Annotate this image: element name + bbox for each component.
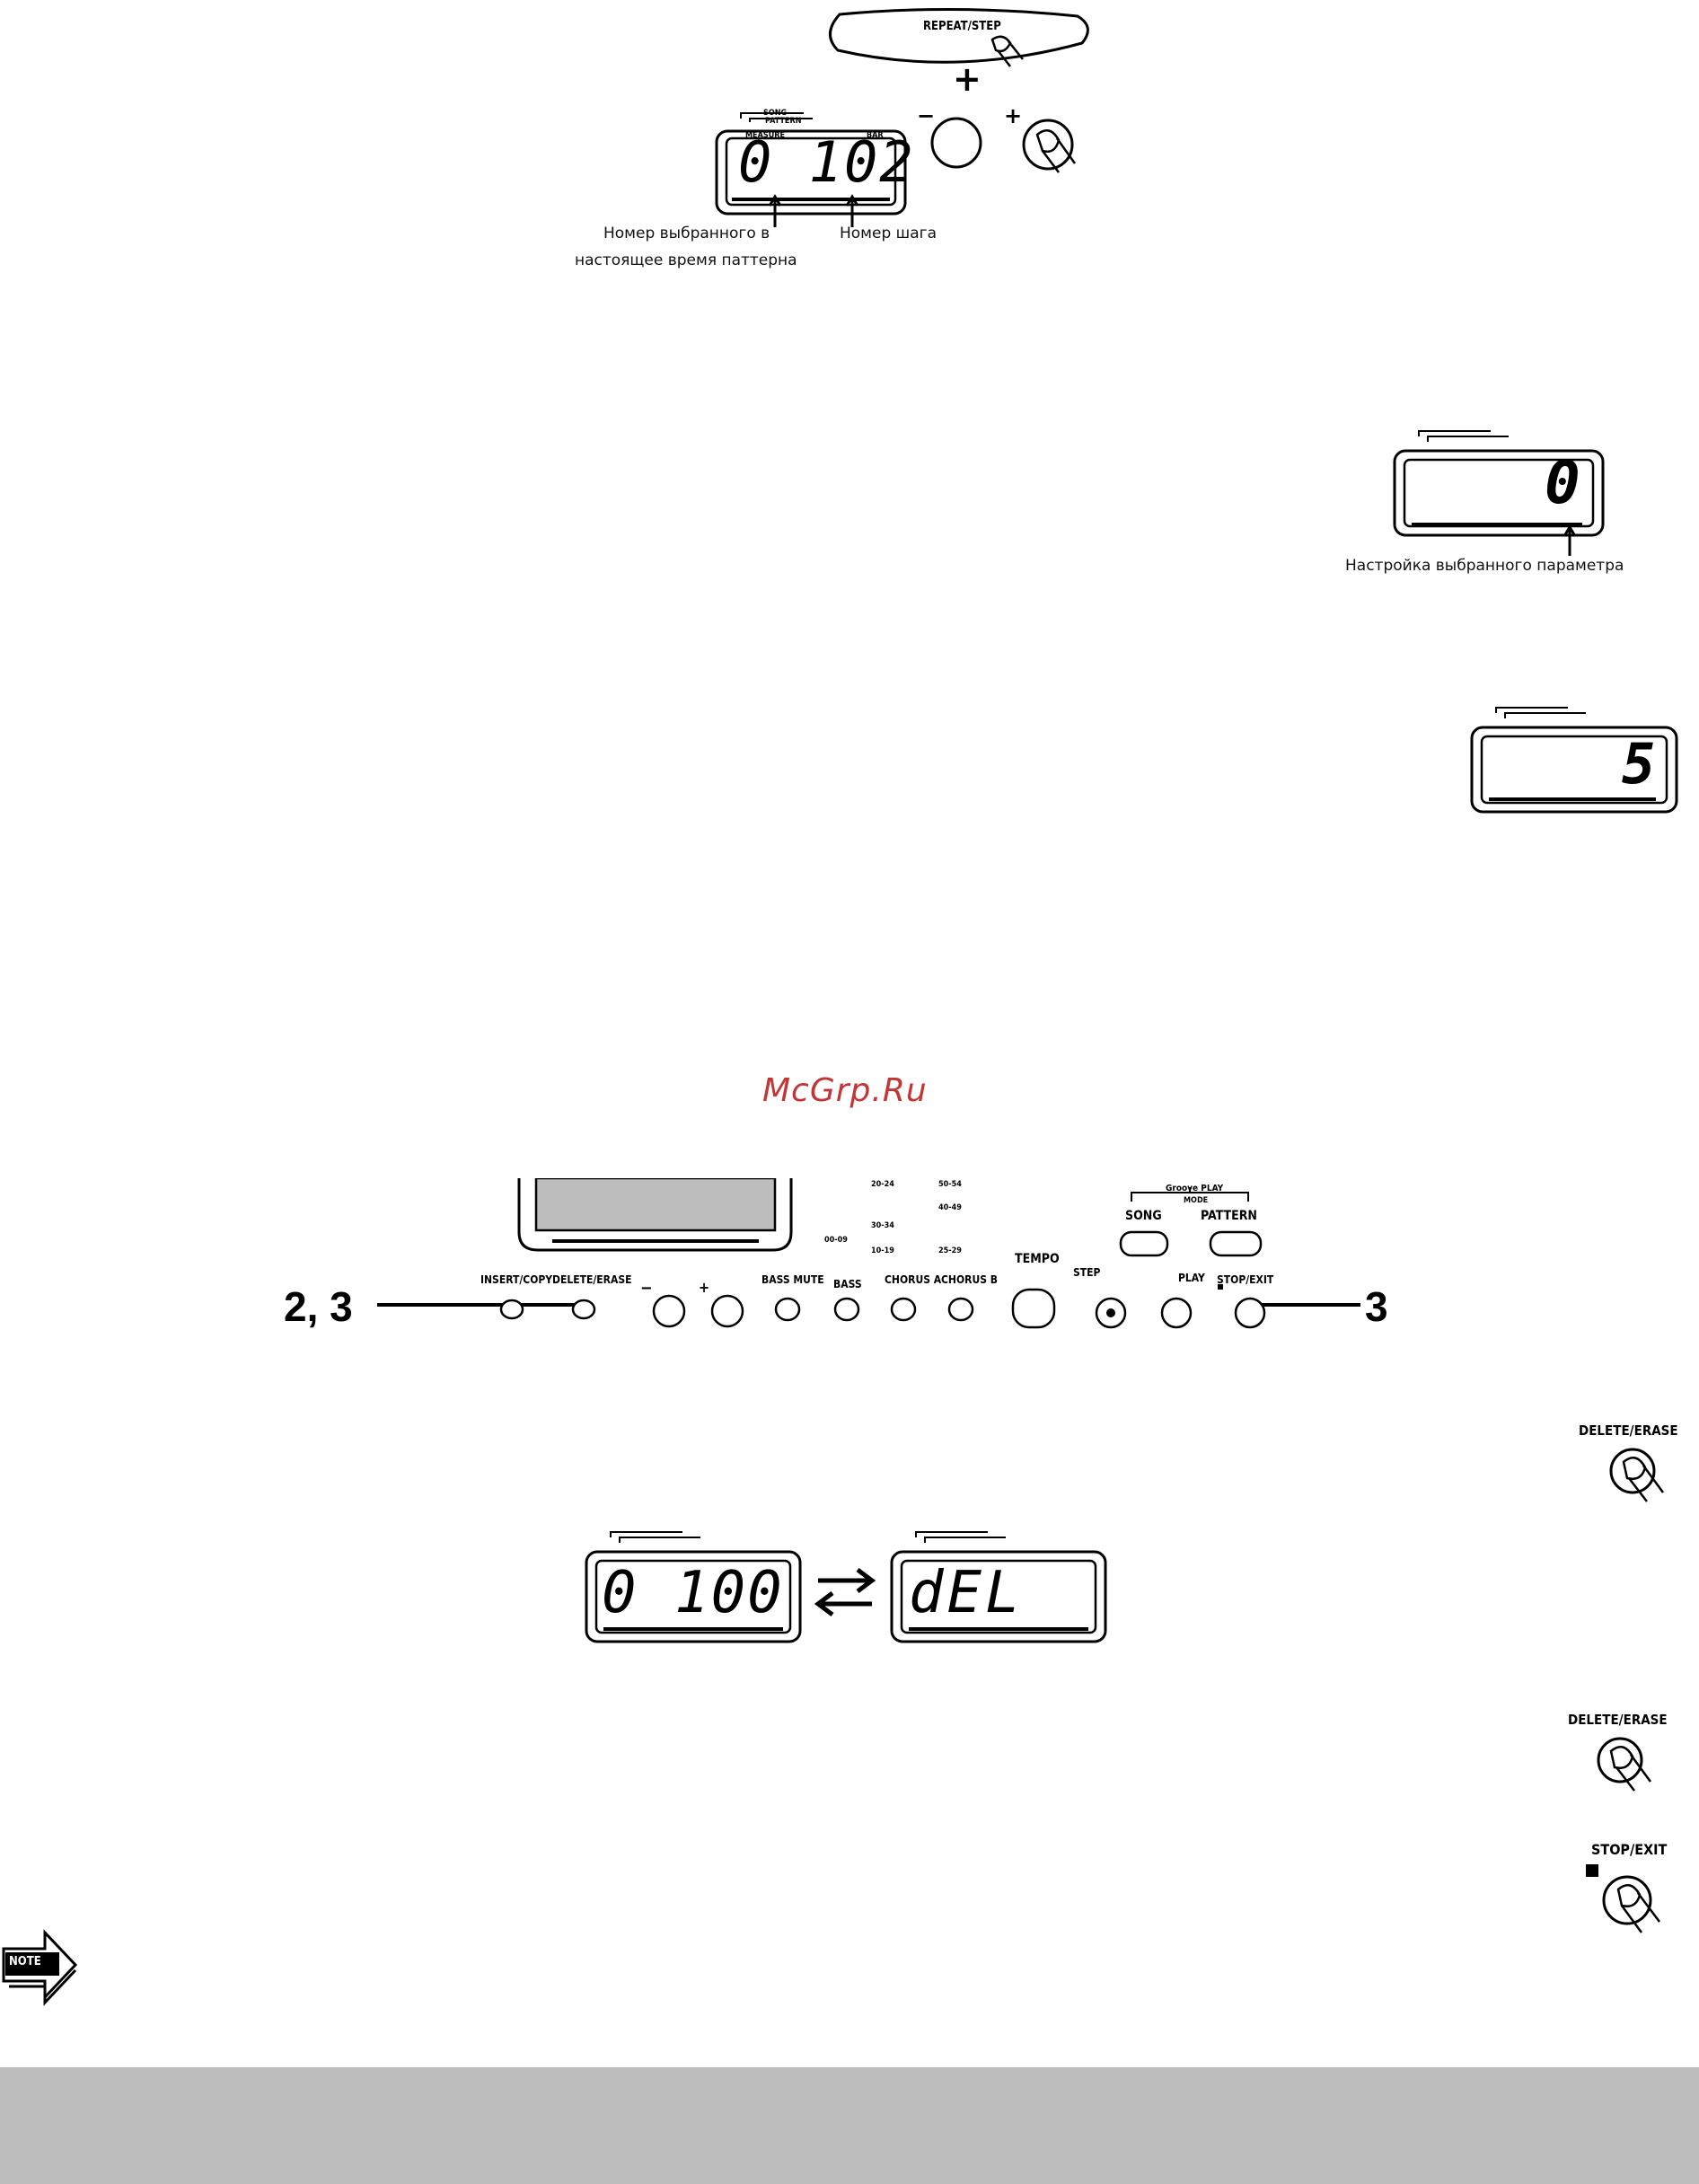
caption-step: Номер шага (840, 225, 937, 242)
minus-button[interactable] (929, 115, 984, 171)
lcd-display-left (585, 1531, 802, 1643)
lcd-left-value: 0 100 (602, 1560, 784, 1626)
bass-mute-label: BASS MUTE (761, 1273, 824, 1286)
footer-band (0, 2067, 1699, 2184)
delete-erase-button-pressed[interactable] (1595, 1733, 1667, 1805)
lcd-pattern-label: PATTERN (765, 117, 802, 126)
repeat-step-label: REPEAT/STEP (923, 20, 1001, 33)
minus-button (652, 1294, 686, 1328)
step-label: STEP (1073, 1266, 1101, 1279)
delete-erase-label: DELETE/ERASE (552, 1273, 632, 1286)
note-arrow-icon (2, 1929, 78, 2006)
minus-label: − (917, 103, 936, 128)
stop-exit-button-pressed[interactable] (1584, 1863, 1683, 1943)
note-icon-label: NOTE (9, 1955, 41, 1968)
caption-param: Настройка выбранного параметра (1345, 557, 1624, 575)
tempo-label: TEMPO (1015, 1252, 1060, 1266)
mode-label: MODE (1184, 1196, 1209, 1205)
play-button (1160, 1297, 1193, 1329)
stop-exit-label: STOP/EXIT (1217, 1273, 1274, 1286)
stop-exit-label: STOP/EXIT (1591, 1841, 1668, 1858)
lcd-display-small (1470, 707, 1678, 814)
swap-arrows-icon (814, 1568, 876, 1616)
plus-button-pressed[interactable] (1017, 115, 1089, 187)
panel-plus: + (699, 1279, 710, 1296)
device-screen (517, 1178, 793, 1252)
chorus-a-label: CHORUS A (885, 1273, 942, 1286)
chorus-a-button (890, 1297, 917, 1322)
watermark: McGrp.Ru (762, 1072, 928, 1109)
delete-erase-button-pressed[interactable] (1607, 1444, 1679, 1516)
arrow-icons (768, 194, 859, 227)
plus-button (710, 1294, 744, 1328)
lcd-param-value: 0 (1545, 448, 1580, 517)
range-label: 40-49 (938, 1203, 962, 1212)
insert-copy-button (499, 1299, 524, 1320)
plus-label: + (1004, 103, 1023, 128)
range-label: 10-19 (871, 1246, 894, 1255)
range-label: 25-29 (938, 1246, 962, 1255)
bass-mute-button (774, 1297, 801, 1322)
range-label: 00-09 (824, 1236, 848, 1245)
song-label: SONG (1125, 1209, 1162, 1223)
lcd-display-pattern (715, 112, 907, 216)
callout-right: 3 (1365, 1283, 1388, 1330)
range-label: 50-54 (938, 1180, 962, 1189)
panel-minus: − (640, 1279, 653, 1298)
stop-exit-button (1234, 1297, 1266, 1329)
lcd-display-param (1393, 430, 1605, 537)
groove-play-label: Groove PLAY (1166, 1184, 1224, 1193)
bass-label: BASS (833, 1278, 862, 1290)
play-label: PLAY (1178, 1272, 1205, 1284)
bass-button (833, 1297, 860, 1322)
lcd-bar-label: BAR (867, 131, 884, 140)
delete-erase-button (571, 1299, 596, 1320)
lcd-song-label: SONG (763, 109, 788, 118)
range-label: 20-24 (871, 1180, 894, 1189)
chorus-b-label: CHORUS B (941, 1273, 998, 1286)
pattern-label: PATTERN (1201, 1209, 1257, 1223)
delete-erase-label: DELETE/ERASE (1568, 1712, 1668, 1728)
arrow-up-icon (1563, 525, 1577, 556)
callout-line-right (1253, 1303, 1360, 1307)
finger-press-icon (990, 35, 1024, 67)
chorus-b-button (947, 1297, 974, 1322)
callout-left: 2, 3 (284, 1283, 353, 1330)
lcd-value: 0 102 (738, 129, 915, 195)
panel-buttons (499, 1284, 1266, 1329)
range-label: 30-34 (871, 1221, 894, 1230)
song-button (1119, 1230, 1169, 1257)
lcd-display-right (890, 1531, 1107, 1643)
insert-copy-label: INSERT/COPY (480, 1273, 553, 1286)
caption-pattern-line2: настоящее время паттерна (575, 251, 797, 269)
lcd-small-value: 5 (1622, 731, 1656, 797)
repeat-step-key-drawing (829, 7, 1089, 64)
plus-sign: + (953, 59, 982, 99)
pattern-button (1209, 1230, 1263, 1257)
delete-erase-label: DELETE/ERASE (1579, 1422, 1678, 1439)
lcd-measure-label: MEASURE (745, 131, 786, 140)
mode-buttons (1119, 1187, 1263, 1257)
callout-line-left (377, 1303, 593, 1307)
caption-pattern-line1: Номер выбранного в (603, 225, 770, 242)
lcd-right-value: dEL (909, 1560, 1024, 1626)
tempo-button (1011, 1288, 1056, 1329)
